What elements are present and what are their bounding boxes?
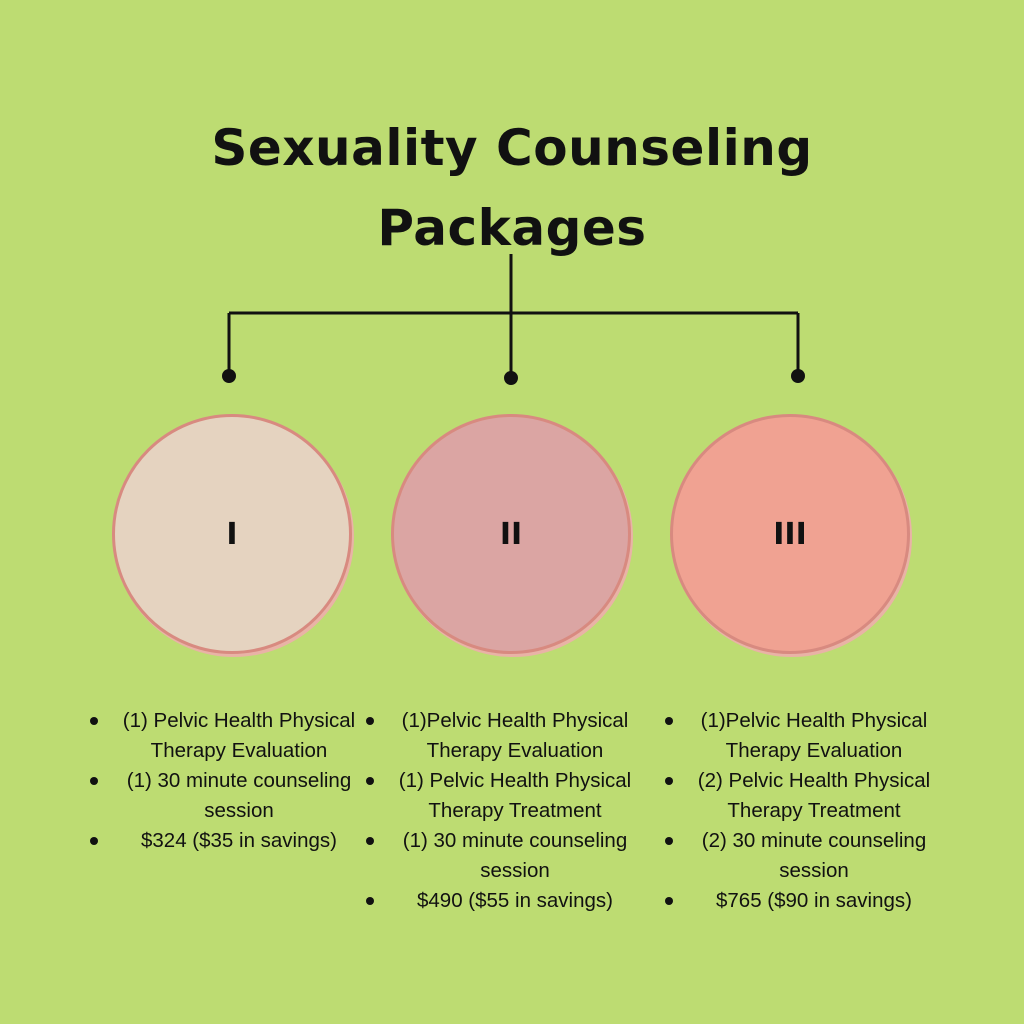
- connector-dot-2: [504, 371, 518, 385]
- package-3-circle: III: [670, 414, 910, 654]
- list-item: (1) Pelvic Health Physical Therapy Evalu…: [90, 706, 360, 766]
- connector-dot-1: [222, 369, 236, 383]
- connector-dot-3: [791, 369, 805, 383]
- list-item: (1) Pelvic Health Physical Therapy Treat…: [366, 766, 636, 826]
- page-title: Sexuality Counseling Packages: [0, 108, 1024, 268]
- title-line-2: Packages: [377, 199, 647, 257]
- list-item: (1) 30 minute counseling session: [366, 826, 636, 886]
- list-item: (2) 30 minute counseling session: [665, 826, 935, 886]
- list-item: $765 ($90 in savings): [665, 886, 935, 916]
- list-item: $490 ($55 in savings): [366, 886, 636, 916]
- list-item: (2) Pelvic Health Physical Therapy Treat…: [665, 766, 935, 826]
- package-1-circle: I: [112, 414, 352, 654]
- list-item: (1) 30 minute counseling session: [90, 766, 360, 826]
- package-2-circle: II: [391, 414, 631, 654]
- title-line-1: Sexuality Counseling: [211, 119, 813, 177]
- list-item: (1)Pelvic Health Physical Therapy Evalua…: [366, 706, 636, 766]
- package-2-list: (1)Pelvic Health Physical Therapy Evalua…: [366, 706, 636, 916]
- package-3-list: (1)Pelvic Health Physical Therapy Evalua…: [665, 706, 935, 916]
- list-item: $324 ($35 in savings): [90, 826, 360, 856]
- list-item: (1)Pelvic Health Physical Therapy Evalua…: [665, 706, 935, 766]
- package-2-numeral: II: [499, 516, 523, 552]
- package-3-numeral: III: [773, 516, 807, 552]
- package-1-list: (1) Pelvic Health Physical Therapy Evalu…: [90, 706, 360, 856]
- package-1-numeral: I: [226, 516, 238, 552]
